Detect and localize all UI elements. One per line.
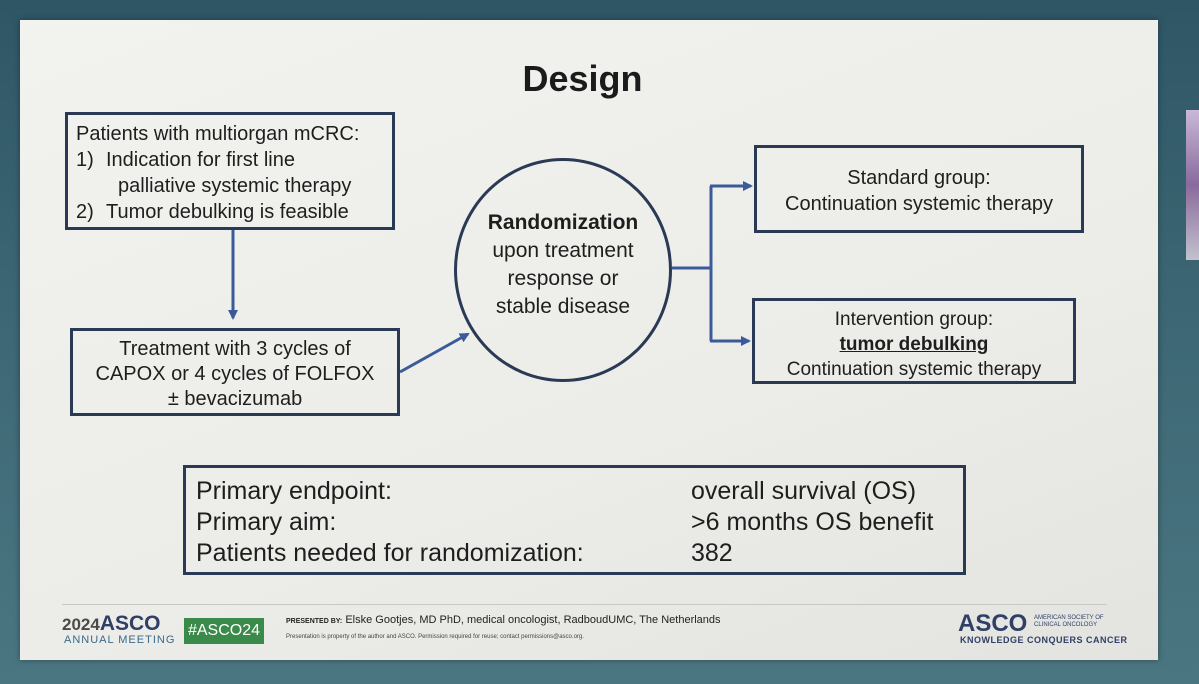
patients-heading: Patients with multiorgan mCRC: bbox=[76, 123, 360, 145]
asco-logo: ASCO AMERICAN SOCIETY OF CLINICAL ONCOLO… bbox=[958, 610, 1127, 645]
permission-notice: Presentation is property of the author a… bbox=[286, 634, 584, 640]
footer-divider bbox=[62, 604, 1107, 605]
arrow-treatment-to-randomization bbox=[399, 332, 470, 374]
meeting-subtitle: ANNUAL MEETING bbox=[64, 634, 176, 646]
randomization-line: upon treatment bbox=[492, 239, 634, 262]
meeting-org: ASCO bbox=[99, 612, 161, 635]
inclusion-item-2: 2) Tumor debulking is feasible bbox=[76, 199, 392, 225]
standard-group-box: Standard group: Continuation systemic th… bbox=[754, 145, 1084, 233]
randomization-circle: Randomization upon treatment response or… bbox=[454, 158, 672, 382]
treatment-line: Treatment with 3 cycles of bbox=[119, 338, 351, 360]
presenter-name: Elske Gootjes, MD PhD, medical oncologis… bbox=[345, 614, 721, 626]
randomization-line: stable disease bbox=[495, 295, 631, 318]
endpoint-row: Primary endpoint: overall survival (OS) bbox=[196, 476, 963, 507]
asco-society-name: AMERICAN SOCIETY OF CLINICAL ONCOLOGY bbox=[1034, 615, 1104, 628]
endpoint-label: Primary aim: bbox=[196, 508, 337, 536]
endpoint-value: >6 months OS benefit bbox=[691, 508, 934, 536]
endpoints-box: Primary endpoint: overall survival (OS) … bbox=[183, 465, 966, 575]
meeting-year: 2024 bbox=[62, 615, 100, 634]
treatment-line: CAPOX or 4 cycles of FOLFOX bbox=[95, 363, 375, 385]
endpoint-row: Patients needed for randomization: 382 bbox=[196, 538, 963, 569]
endpoint-value: 382 bbox=[691, 539, 733, 567]
standard-group-therapy: Continuation systemic therapy bbox=[785, 193, 1053, 215]
item-text: Indication for first line bbox=[106, 149, 295, 171]
item-text: Tumor debulking is feasible bbox=[106, 201, 349, 223]
patients-box: Patients with multiorgan mCRC: 1) Indicat… bbox=[65, 112, 395, 230]
annual-meeting-logo: 2024ASCO ANNUAL MEETING bbox=[62, 612, 174, 646]
asco-logo-text: ASCO bbox=[958, 610, 1028, 637]
item-number: 2) bbox=[76, 201, 94, 223]
endpoint-label: Primary endpoint: bbox=[196, 477, 392, 505]
inclusion-item-1-cont: palliative systemic therapy bbox=[118, 175, 352, 197]
endpoint-value: overall survival (OS) bbox=[691, 477, 917, 505]
randomization-title: Randomization bbox=[487, 211, 639, 234]
randomization-line: response or bbox=[507, 267, 619, 290]
intervention-group-title: Intervention group: bbox=[834, 309, 994, 330]
hashtag-badge: #ASCO24 bbox=[184, 618, 264, 644]
treatment-box: Treatment with 3 cycles of CAPOX or 4 cy… bbox=[70, 328, 400, 416]
endpoint-row: Primary aim: >6 months OS benefit bbox=[196, 507, 963, 538]
intervention-debulking: tumor debulking bbox=[839, 334, 989, 355]
inclusion-item-1: 1) Indication for first line bbox=[76, 147, 392, 173]
presented-by-label: PRESENTED BY: bbox=[286, 618, 343, 625]
standard-group-title: Standard group: bbox=[847, 167, 991, 189]
asco-tagline: KNOWLEDGE CONQUERS CANCER bbox=[960, 635, 1128, 645]
intervention-group-therapy: Continuation systemic therapy bbox=[786, 359, 1042, 380]
presenter-credit: PRESENTED BY: Elske Gootjes, MD PhD, med… bbox=[286, 614, 721, 626]
endpoint-label: Patients needed for randomization: bbox=[196, 539, 584, 567]
slide-title: Design bbox=[522, 58, 643, 99]
treatment-line: ± bevacizumab bbox=[167, 388, 303, 410]
background-window-strip bbox=[1186, 110, 1199, 260]
item-number: 1) bbox=[76, 149, 94, 171]
intervention-group-box: Intervention group: tumor debulking Cont… bbox=[752, 298, 1076, 384]
